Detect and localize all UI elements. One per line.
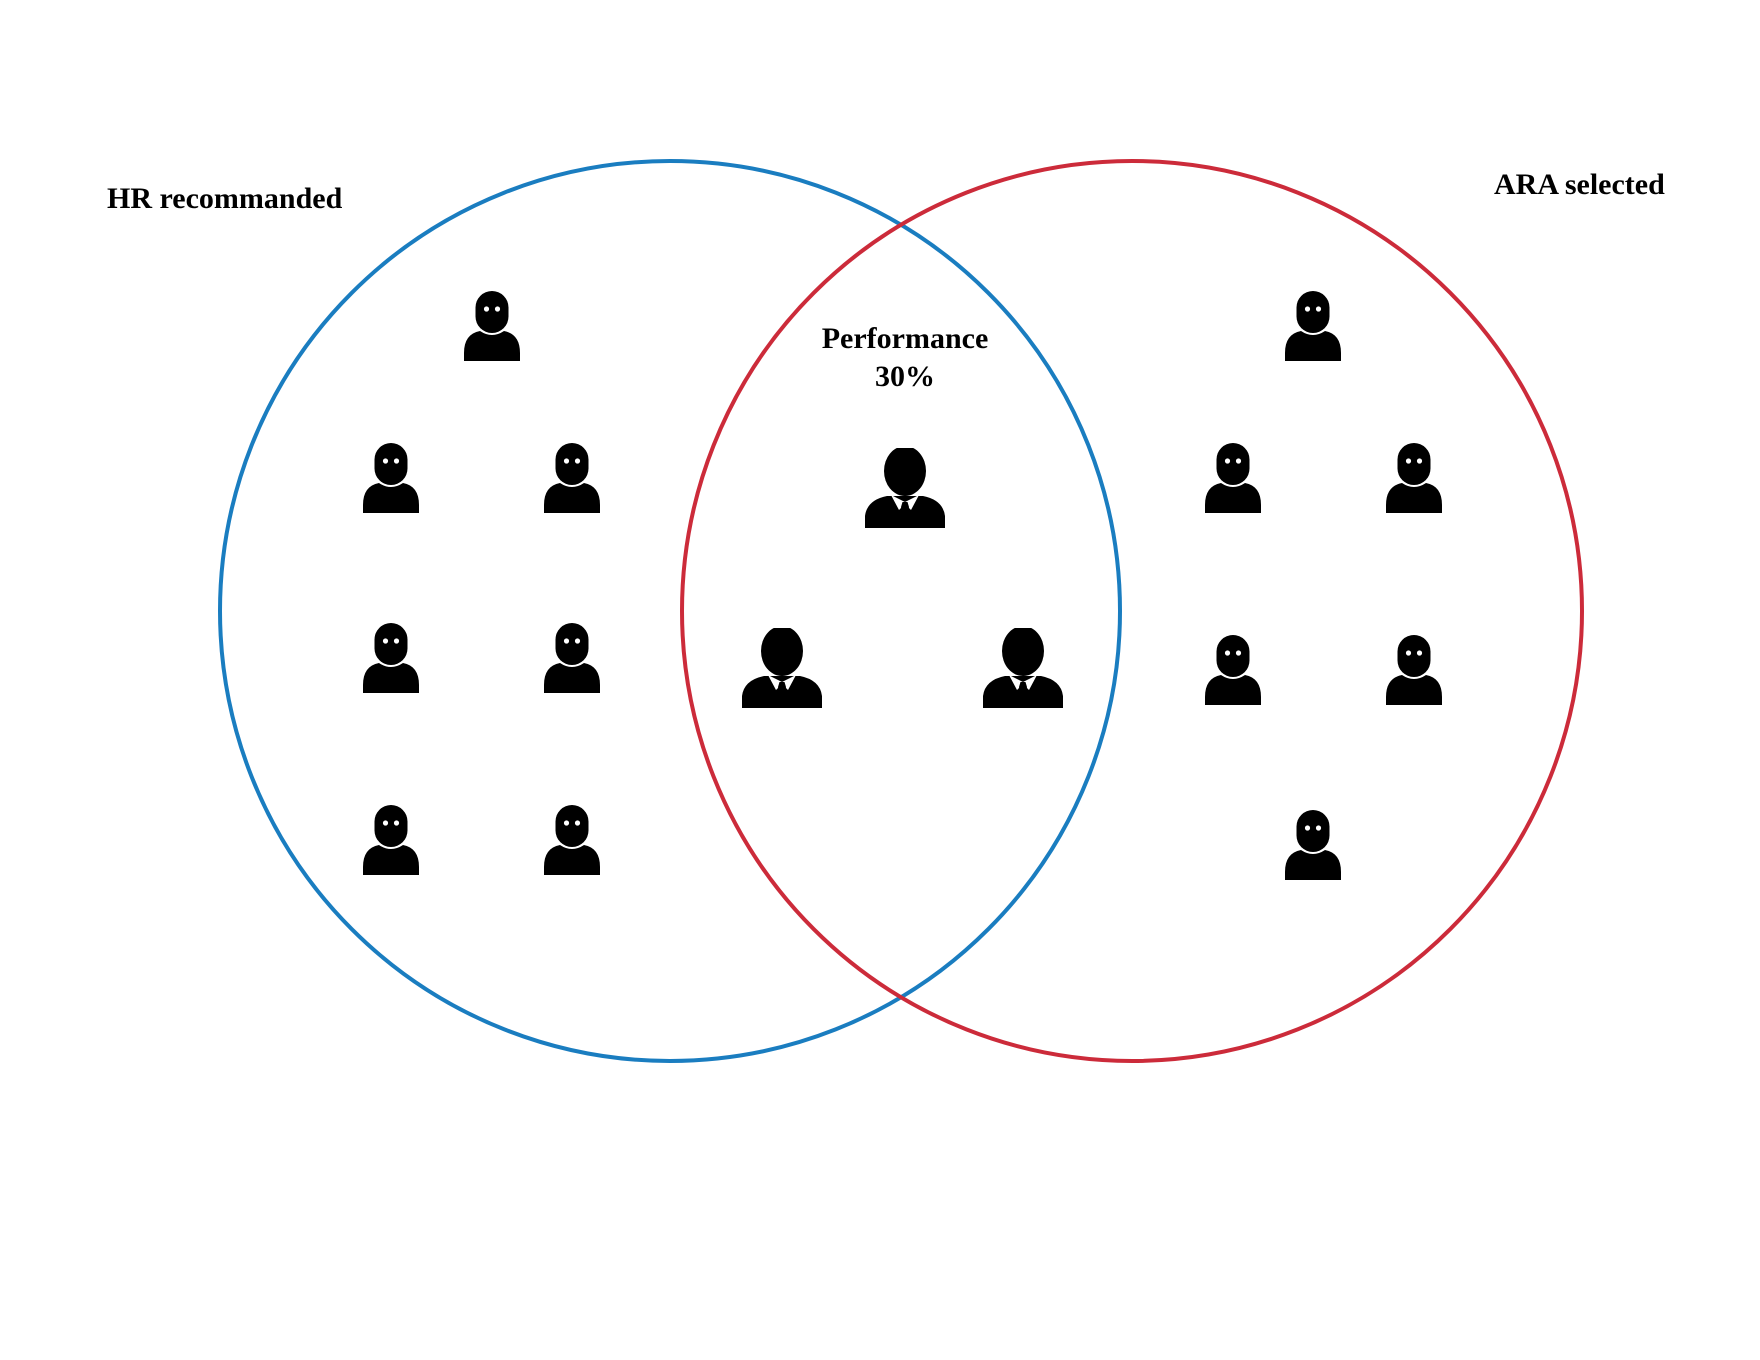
- left-only-people: [363, 291, 600, 875]
- ara-selected-label: ARA selected: [1494, 168, 1665, 201]
- hr-recommended-circle: [218, 159, 1122, 1063]
- person-icon: [1205, 443, 1261, 513]
- businessman-icon: [983, 628, 1063, 708]
- person-icon: [363, 443, 419, 513]
- hr-recommended-label: HR recommanded: [107, 182, 343, 215]
- person-icon: [544, 623, 600, 693]
- businessman-icon: [865, 448, 945, 528]
- person-icon: [1285, 291, 1341, 361]
- right-only-people: [1205, 291, 1442, 880]
- businessman-icon: [742, 628, 822, 708]
- person-icon: [1285, 810, 1341, 880]
- person-icon: [1386, 635, 1442, 705]
- person-icon: [1205, 635, 1261, 705]
- intersection-value: 30%: [874, 359, 935, 393]
- person-icon: [544, 805, 600, 875]
- intersection-people: [742, 448, 1063, 708]
- person-icon: [464, 291, 520, 361]
- person-icon: [1386, 443, 1442, 513]
- person-icon: [363, 623, 419, 693]
- intersection-label: Performance 30%: [822, 320, 989, 395]
- ara-selected-circle: [680, 159, 1584, 1063]
- person-icon: [363, 805, 419, 875]
- intersection-title: Performance: [821, 322, 989, 355]
- person-icon: [544, 443, 600, 513]
